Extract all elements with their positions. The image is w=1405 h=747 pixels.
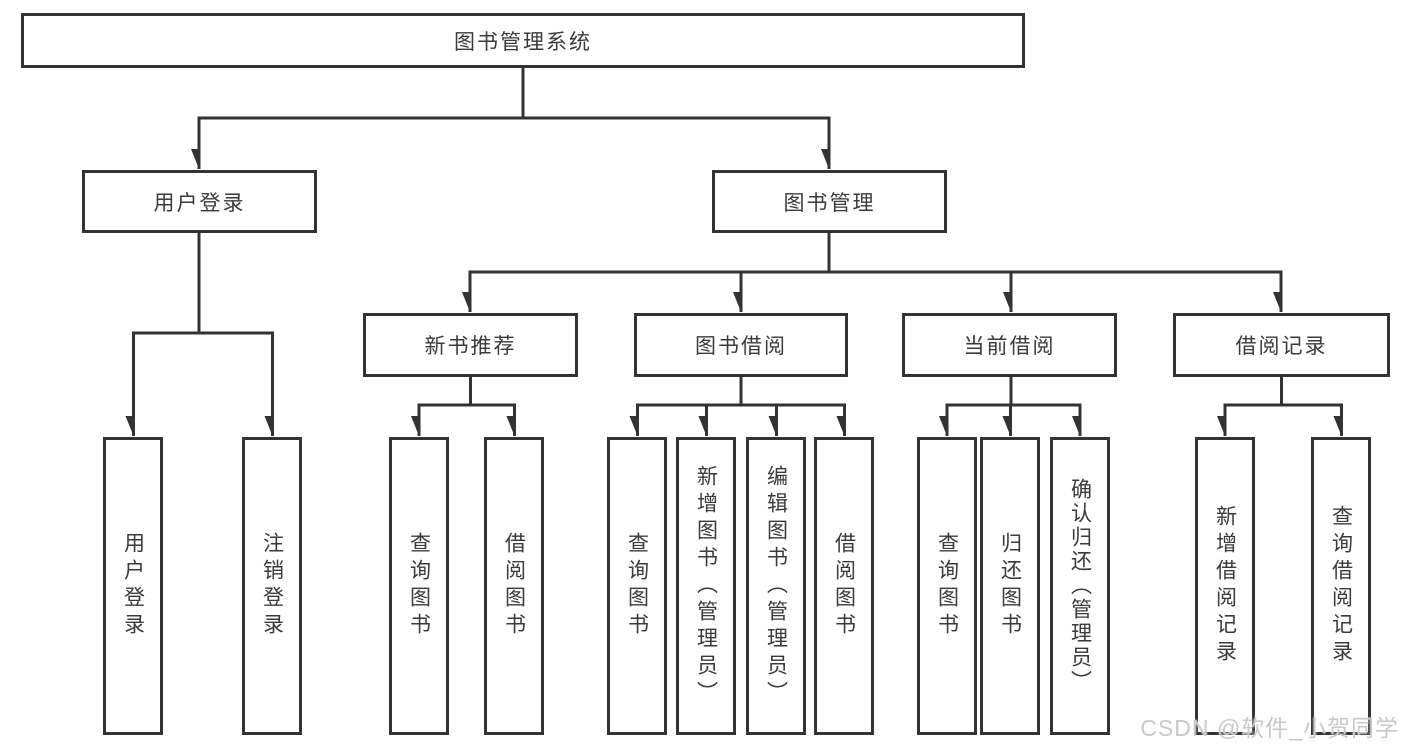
- leaf-user-login: 用户登录: [103, 437, 163, 735]
- node-label: 图书管理系统: [454, 30, 592, 54]
- leaf-nbr-query-books: 查询图书: [389, 437, 449, 735]
- leaf-cb-return-books: 归还图书: [980, 437, 1040, 735]
- node-label: 用户登录: [153, 191, 246, 215]
- leaf-label: 确认归还（管理员）: [1068, 478, 1092, 694]
- node-book-management-branch: 图书管理: [712, 170, 947, 233]
- node-label: 图书管理: [783, 191, 876, 215]
- leaf-nbr-borrow-books: 借阅图书: [484, 437, 544, 735]
- leaf-label: 借阅图书: [832, 532, 856, 640]
- leaf-logout: 注销登录: [242, 437, 302, 735]
- leaf-label: 查询图书: [625, 532, 649, 640]
- leaf-label: 新增图书（管理员）: [694, 464, 718, 708]
- csdn-watermark: CSDN @软件_小贺同学: [1140, 715, 1399, 741]
- leaf-label: 用户登录: [121, 532, 145, 640]
- node-label: 当前借阅: [963, 335, 1056, 358]
- node-user-login-branch: 用户登录: [82, 170, 317, 233]
- leaf-label: 借阅图书: [502, 532, 526, 640]
- leaf-label: 查询图书: [407, 532, 431, 640]
- leaf-label: 注销登录: [260, 532, 284, 640]
- leaf-bb-query-books: 查询图书: [607, 437, 667, 735]
- node-borrowing-records: 借阅记录: [1173, 313, 1390, 377]
- leaf-label: 查询借阅记录: [1329, 505, 1353, 667]
- leaf-bb-borrow-books: 借阅图书: [814, 437, 874, 735]
- leaf-bb-add-books-admin: 新增图书（管理员）: [676, 437, 736, 735]
- leaf-bb-edit-books-admin: 编辑图书（管理员）: [746, 437, 806, 735]
- leaf-br-add-record: 新增借阅记录: [1195, 437, 1255, 735]
- node-label: 新书推荐: [424, 335, 517, 358]
- node-new-book-recommendation: 新书推荐: [363, 313, 578, 377]
- leaf-cb-confirm-return-admin: 确认归还（管理员）: [1050, 437, 1110, 735]
- leaf-cb-query-books: 查询图书: [917, 437, 977, 735]
- leaf-label: 编辑图书（管理员）: [764, 464, 788, 708]
- node-current-borrowing: 当前借阅: [902, 313, 1117, 377]
- node-book-borrowing: 图书借阅: [634, 313, 848, 377]
- node-label: 借阅记录: [1235, 335, 1328, 358]
- leaf-label: 查询图书: [935, 532, 959, 640]
- leaf-br-query-record: 查询借阅记录: [1311, 437, 1371, 735]
- node-label: 图书借阅: [695, 335, 787, 358]
- node-library-management-system: 图书管理系统: [21, 13, 1025, 68]
- leaf-label: 归还图书: [998, 532, 1022, 640]
- leaf-label: 新增借阅记录: [1213, 505, 1237, 667]
